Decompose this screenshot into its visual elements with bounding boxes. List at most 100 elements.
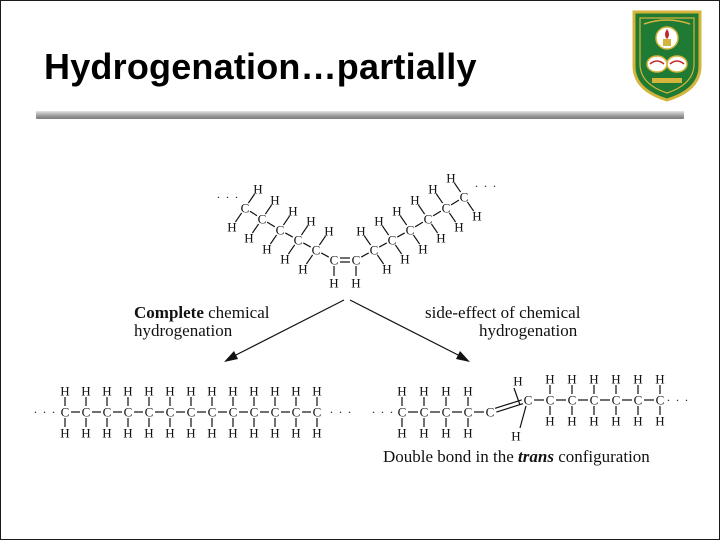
carbon-carbon-bond <box>414 221 424 228</box>
hydrogen-atom: H <box>441 426 450 441</box>
chain-ellipsis-left: · · · <box>372 405 395 419</box>
carbon-hydrogen-bond <box>399 215 408 226</box>
hydrogen-atom: H <box>312 426 321 441</box>
hydrogen-atom: H <box>589 414 598 429</box>
carbon-atom: C <box>330 253 339 268</box>
hydrogen-atom: H <box>123 384 132 399</box>
carbon-atom: C <box>370 243 379 258</box>
chain-ellipsis-left: · · · <box>34 405 57 419</box>
carbon-atom: C <box>124 405 133 420</box>
hydrogen-atom: H <box>397 384 406 399</box>
hydrogen-atom: H <box>567 372 576 387</box>
caption-side-effect: side-effect of chemical <box>425 303 581 322</box>
hydrogen-atom: H <box>249 426 258 441</box>
carbon-hydrogen-bond <box>287 244 296 255</box>
carbon-atom: C <box>486 405 495 420</box>
carbon-carbon-bond <box>360 252 370 258</box>
hydrogen-atom: H <box>144 426 153 441</box>
carbon-hydrogen-bond <box>519 405 527 429</box>
carbon-hydrogen-bond <box>264 204 273 215</box>
carbon-atom: C <box>568 393 577 408</box>
slide-title: Hydrogenation…partially <box>44 46 477 87</box>
university-seal-logo <box>632 10 702 102</box>
caption-complete-hydrogenation-line2: hydrogenation <box>134 321 233 340</box>
hydrogen-atom: H <box>81 426 90 441</box>
carbon-carbon-bond <box>284 232 294 238</box>
carbon-hydrogen-bond <box>513 387 521 406</box>
caption-trans-configuration: Double bond in the trans configuration <box>383 447 650 466</box>
carbon-hydrogen-bond <box>282 215 291 226</box>
carbon-atom: C <box>312 243 321 258</box>
hydrogen-atom: H <box>253 182 262 197</box>
carbon-carbon-bond <box>266 221 276 228</box>
carbon-atom: C <box>546 393 555 408</box>
carbon-atom: C <box>145 405 154 420</box>
carbon-atom: C <box>406 223 415 238</box>
hydrogen-atom: H <box>306 214 315 229</box>
hydrogen-atom: H <box>249 384 258 399</box>
carbon-atom: C <box>352 253 361 268</box>
carbon-atom: C <box>398 405 407 420</box>
carbon-atom: C <box>424 212 433 227</box>
carbon-atom: C <box>420 405 429 420</box>
carbon-hydrogen-bond <box>251 223 260 234</box>
carbon-atom: C <box>82 405 91 420</box>
hydrogen-atom: H <box>463 426 472 441</box>
carbon-atom: C <box>388 233 397 248</box>
hydrogen-atom: H <box>291 384 300 399</box>
carbon-carbon-bond <box>320 252 330 258</box>
carbon-atom: C <box>464 405 473 420</box>
hydrogen-atom: H <box>511 429 520 444</box>
hydrogen-atom: H <box>441 384 450 399</box>
double-bond <box>494 399 522 409</box>
hydrogen-atom: H <box>454 220 463 235</box>
hydrogen-atom: H <box>428 182 437 197</box>
hydrogen-atom: H <box>186 384 195 399</box>
carbon-hydrogen-bond <box>435 193 444 204</box>
carbon-atom: C <box>187 405 196 420</box>
carbon-hydrogen-bond <box>417 204 426 215</box>
hydrogen-atom: H <box>410 193 419 208</box>
hydrogen-atom: H <box>655 414 664 429</box>
arrow-line-right <box>349 299 465 359</box>
carbon-atom: C <box>656 393 665 408</box>
hydrogen-atom: H <box>288 204 297 219</box>
carbon-carbon-bond <box>396 232 406 238</box>
carbon-carbon-bond <box>432 210 442 217</box>
hydrogen-atom: H <box>611 414 620 429</box>
carbon-hydrogen-bond <box>394 244 403 255</box>
chain-ellipsis-left: · · · <box>217 190 240 204</box>
carbon-hydrogen-bond <box>448 212 457 223</box>
hydrogen-atom: H <box>186 426 195 441</box>
carbon-atom: C <box>292 405 301 420</box>
carbon-hydrogen-bond <box>234 212 243 223</box>
hydrogen-atom: H <box>589 372 598 387</box>
double-bond <box>496 403 524 413</box>
hydrogen-atom: H <box>165 426 174 441</box>
carbon-atom: C <box>276 223 285 238</box>
hydrogen-atom: H <box>144 384 153 399</box>
carbon-atom: C <box>460 190 469 205</box>
carbon-atom: C <box>313 405 322 420</box>
carbon-atom: C <box>590 393 599 408</box>
arrow-line-left <box>229 299 345 359</box>
chain-ellipsis-right: · · · <box>330 405 353 419</box>
hydrogen-atom: H <box>392 204 401 219</box>
hydrogen-atom: H <box>312 384 321 399</box>
carbon-carbon-bond <box>249 210 258 217</box>
carbon-hydrogen-bond <box>381 225 390 236</box>
carbon-hydrogen-bond <box>376 254 385 265</box>
hydrogen-atom: H <box>280 252 289 267</box>
hydrogen-atom: H <box>382 262 391 277</box>
carbon-atom: C <box>634 393 643 408</box>
hydrogen-atom: H <box>165 384 174 399</box>
carbon-hydrogen-bond <box>453 182 462 193</box>
hydrogen-atom: H <box>207 426 216 441</box>
chain-ellipsis-right: · · · <box>667 393 690 407</box>
carbon-carbon-bond <box>450 199 460 206</box>
hydrogen-atom: H <box>102 384 111 399</box>
hydrogen-atom: H <box>324 224 333 239</box>
carbon-atom: C <box>61 405 70 420</box>
